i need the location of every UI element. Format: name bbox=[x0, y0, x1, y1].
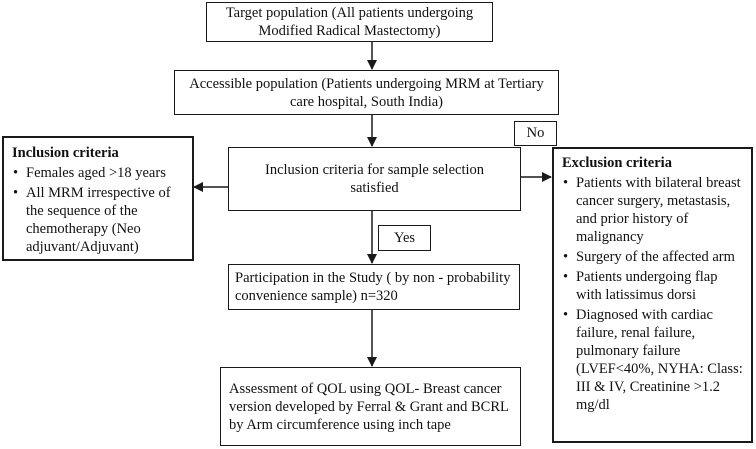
inclusion-criteria-list: Females aged >18 years All MRM irrespect… bbox=[12, 164, 186, 256]
yes-label: Yes bbox=[378, 225, 431, 251]
exclusion-item: Diagnosed with cardiac failure, renal fa… bbox=[562, 306, 745, 414]
exclusion-criteria-box: Exclusion criteria Patients with bilater… bbox=[552, 147, 753, 443]
accessible-population-text: Accessible population (Patients undergoi… bbox=[189, 75, 544, 110]
exclusion-item: Patients with bilateral breast cancer su… bbox=[562, 174, 745, 246]
participation-text: Participation in the Study ( by non - pr… bbox=[235, 270, 511, 304]
exclusion-criteria-title: Exclusion criteria bbox=[562, 155, 672, 171]
accessible-population-box: Accessible population (Patients undergoi… bbox=[174, 70, 559, 115]
no-label: No bbox=[514, 121, 557, 146]
exclusion-item: Patients undergoing flap with latissimus… bbox=[562, 268, 745, 304]
exclusion-item: Surgery of the affected arm bbox=[562, 248, 745, 266]
inclusion-item: Females aged >18 years bbox=[12, 164, 186, 182]
participation-box: Participation in the Study ( by non - pr… bbox=[228, 264, 520, 310]
inclusion-item: All MRM irrespective of the sequence of … bbox=[12, 184, 186, 256]
no-label-text: No bbox=[526, 125, 545, 141]
inclusion-criteria-box: Inclusion criteria Females aged >18 year… bbox=[2, 136, 194, 261]
exclusion-criteria-list: Patients with bilateral breast cancer su… bbox=[562, 174, 745, 414]
assessment-text: Assessment of QOL using QOL- Breast canc… bbox=[229, 380, 509, 433]
inclusion-check-text: Inclusion criteria for sample selection … bbox=[264, 162, 485, 196]
target-population-text: Target population (All patients undergoi… bbox=[225, 5, 474, 39]
assessment-box: Assessment of QOL using QOL- Breast canc… bbox=[220, 367, 521, 446]
inclusion-criteria-title: Inclusion criteria bbox=[12, 145, 119, 161]
yes-label-text: Yes bbox=[393, 229, 416, 246]
inclusion-check-box: Inclusion criteria for sample selection … bbox=[228, 147, 521, 211]
target-population-box: Target population (All patients undergoi… bbox=[206, 2, 493, 42]
